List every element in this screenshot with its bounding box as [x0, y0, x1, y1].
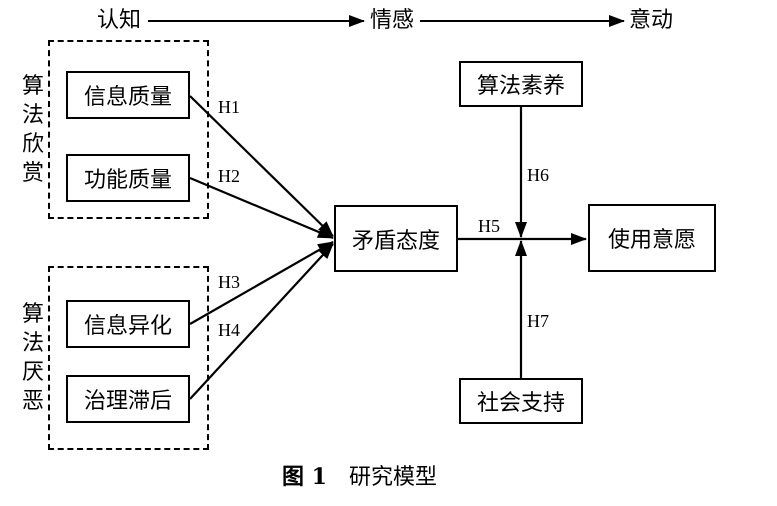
h4-arrow	[189, 243, 334, 400]
h2-arrow	[189, 176, 334, 240]
h1-arrow	[189, 95, 334, 237]
box-governance-lag: 治理滞后	[66, 375, 190, 423]
stage-conation: 意动	[629, 8, 674, 33]
label-h1: H1	[218, 97, 240, 117]
box-algorithm-literacy: 算法素养	[459, 61, 583, 107]
box-info-alienation: 信息异化	[66, 300, 190, 348]
stage-cognition: 认知	[97, 8, 142, 33]
group-aversion-frame	[48, 266, 209, 450]
label-h2: H2	[218, 166, 240, 186]
figure-number: 图 1	[282, 464, 327, 490]
h3-arrow	[189, 241, 334, 325]
box-function-quality: 功能质量	[66, 154, 190, 202]
box-info-quality: 信息质量	[66, 71, 190, 119]
label-h7: H7	[527, 311, 549, 331]
box-usage-intention: 使用意愿	[588, 204, 716, 272]
stage-affect: 情感	[370, 8, 415, 33]
label-h6: H6	[527, 165, 549, 185]
box-social-support: 社会支持	[459, 378, 583, 424]
group-appreciation-label: 算法欣赏	[21, 74, 44, 186]
group-aversion-label: 算法厌恶	[21, 302, 44, 414]
figure-caption: 图 1 研究模型	[282, 466, 437, 489]
label-h3: H3	[218, 272, 240, 292]
box-ambivalent-attitude: 矛盾态度	[334, 205, 458, 272]
label-h5: H5	[478, 216, 500, 236]
label-h4: H4	[218, 320, 240, 340]
group-appreciation-frame	[48, 40, 209, 219]
figure-title: 研究模型	[348, 465, 437, 490]
